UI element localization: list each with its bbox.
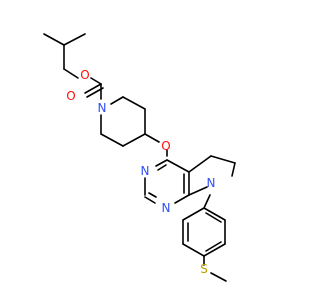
atom-label-n-pyrimidine-1: N bbox=[162, 201, 171, 215]
bond-pym-c2-n1 bbox=[144, 196, 156, 204]
bond-c4a-c5 bbox=[188, 155, 212, 173]
bond-pym-n1-c7a bbox=[174, 194, 190, 204]
bond-n7-aryl bbox=[203, 194, 211, 209]
bond-pym-c2-n1-inner bbox=[148, 192, 157, 198]
atom-label-s-thioether: S bbox=[200, 262, 208, 276]
bond-c6-n7 bbox=[231, 162, 236, 177]
bond-pym-c4a-c4 bbox=[166, 159, 190, 173]
bond-n7-c7a bbox=[188, 186, 208, 196]
bond-ar-c3-c4 bbox=[203, 243, 226, 257]
bond-pym-c4-n3-inner bbox=[157, 164, 167, 171]
bond-ar-c1-c2 bbox=[203, 207, 226, 221]
bond-ar-c6-c1 bbox=[182, 207, 205, 221]
atom-label-n-piperidine: N bbox=[98, 101, 107, 115]
atom-label-o-ester: O bbox=[80, 68, 89, 82]
bond-pip-c2-c3 bbox=[122, 96, 146, 110]
bond-ch-o-ester bbox=[63, 68, 79, 79]
molecule-diagram: O O N O N N N S bbox=[43, 33, 236, 282]
bond-isopropyl-ch3a bbox=[43, 33, 65, 46]
bond-ar-inner-a bbox=[205, 212, 222, 223]
bond-pip-n-c2 bbox=[110, 96, 124, 105]
atom-label-n-pyrrolidine: N bbox=[207, 176, 216, 190]
bond-pip-c4-o-ether bbox=[144, 133, 160, 143]
atom-label-n-pyrimidine-3: N bbox=[141, 164, 150, 178]
bond-pip-c5-c6 bbox=[100, 133, 124, 147]
bond-ar-inner-b bbox=[205, 241, 222, 252]
atom-label-o-carbonyl: O bbox=[66, 89, 75, 103]
molecule-structure: O O N O N N N S bbox=[43, 33, 236, 282]
bond-pip-c4-c5 bbox=[122, 133, 146, 147]
bond-ar-c4-c5 bbox=[182, 243, 205, 257]
bond-isopropyl-ch3b bbox=[63, 33, 86, 46]
bond-c5-c6 bbox=[210, 155, 236, 164]
bond-s-methyl bbox=[210, 272, 227, 282]
bond-pym-c4-n3 bbox=[155, 159, 168, 167]
bond-carbonyl-double-a bbox=[84, 83, 102, 94]
atom-label-o-ether: O bbox=[161, 139, 170, 153]
bond-o-ester-carbonyl-c bbox=[90, 77, 102, 85]
